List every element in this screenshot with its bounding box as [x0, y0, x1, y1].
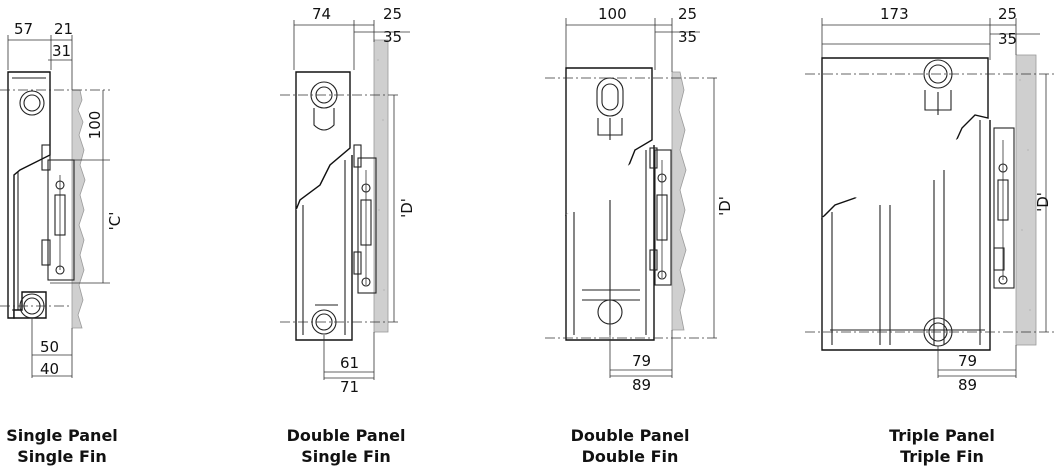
dim-bottom-b: 40	[40, 360, 59, 378]
wall-bracket	[357, 157, 377, 294]
dim-top-c: 35	[998, 30, 1017, 48]
dim-side-d: 'D'	[1034, 192, 1052, 212]
caption-line2: Triple Fin	[900, 447, 984, 466]
dim-bottom-b: 89	[632, 376, 651, 394]
caption-line1: Single Panel	[6, 426, 118, 445]
dim-top-a: 100	[598, 5, 627, 23]
diagram-double-panel-single-fin: 74 25 35 'D' 61 71 Double Panel Single F…	[280, 5, 416, 466]
dim-bottom-b: 89	[958, 376, 977, 394]
dim-side-c: 'C'	[106, 212, 124, 231]
wall-section	[71, 89, 86, 329]
dim-top-c: 35	[678, 28, 697, 46]
dim-side-d: 'D'	[398, 198, 416, 218]
caption-line1: Triple Panel	[889, 426, 995, 445]
diagram-single-panel-single-fin: 57 21 31 100 'C' 50 40	[0, 20, 124, 466]
diagram-double-panel-double-fin: 100 25 35 'D' 79 89 Double Panel Double …	[545, 5, 734, 466]
wall-bracket	[47, 159, 75, 281]
dim-top-c: 35	[383, 28, 402, 46]
radiator-panel	[7, 71, 51, 319]
dim-top-b: 25	[383, 5, 402, 23]
caption-line1: Double Panel	[571, 426, 690, 445]
caption-line2: Single Fin	[301, 447, 391, 466]
dim-bottom-a: 50	[40, 338, 59, 356]
wall-bracket	[654, 149, 672, 286]
dim-top-a: 74	[312, 5, 331, 23]
pipe-inlet	[19, 90, 45, 116]
caption-line2: Double Fin	[582, 447, 679, 466]
diagram-triple-panel-triple-fin: 173 25 35 79 89 'D' Triple Panel Triple …	[805, 5, 1054, 466]
wall-section	[1015, 54, 1037, 346]
dim-top-c: 31	[52, 42, 71, 60]
dim-bottom-a: 79	[632, 352, 651, 370]
dim-top-b: 21	[54, 20, 73, 38]
dim-bottom-b: 71	[340, 378, 359, 396]
dim-top-b: 25	[998, 5, 1017, 23]
wall-bracket	[993, 127, 1015, 289]
radiator-panel	[295, 71, 351, 211]
pipe-inlet	[596, 77, 624, 117]
dim-top-b: 25	[678, 5, 697, 23]
caption-line2: Single Fin	[17, 447, 107, 466]
dim-bottom-a: 79	[958, 352, 977, 370]
dim-bottom-a: 61	[340, 354, 359, 372]
dim-side-d: 'D'	[716, 196, 734, 216]
wall-section	[671, 71, 687, 331]
dim-top-a: 57	[14, 20, 33, 38]
dim-side: 100	[86, 111, 104, 140]
dim-top-a: 173	[880, 5, 909, 23]
caption-line1: Double Panel	[287, 426, 406, 445]
wall-section	[373, 39, 389, 333]
